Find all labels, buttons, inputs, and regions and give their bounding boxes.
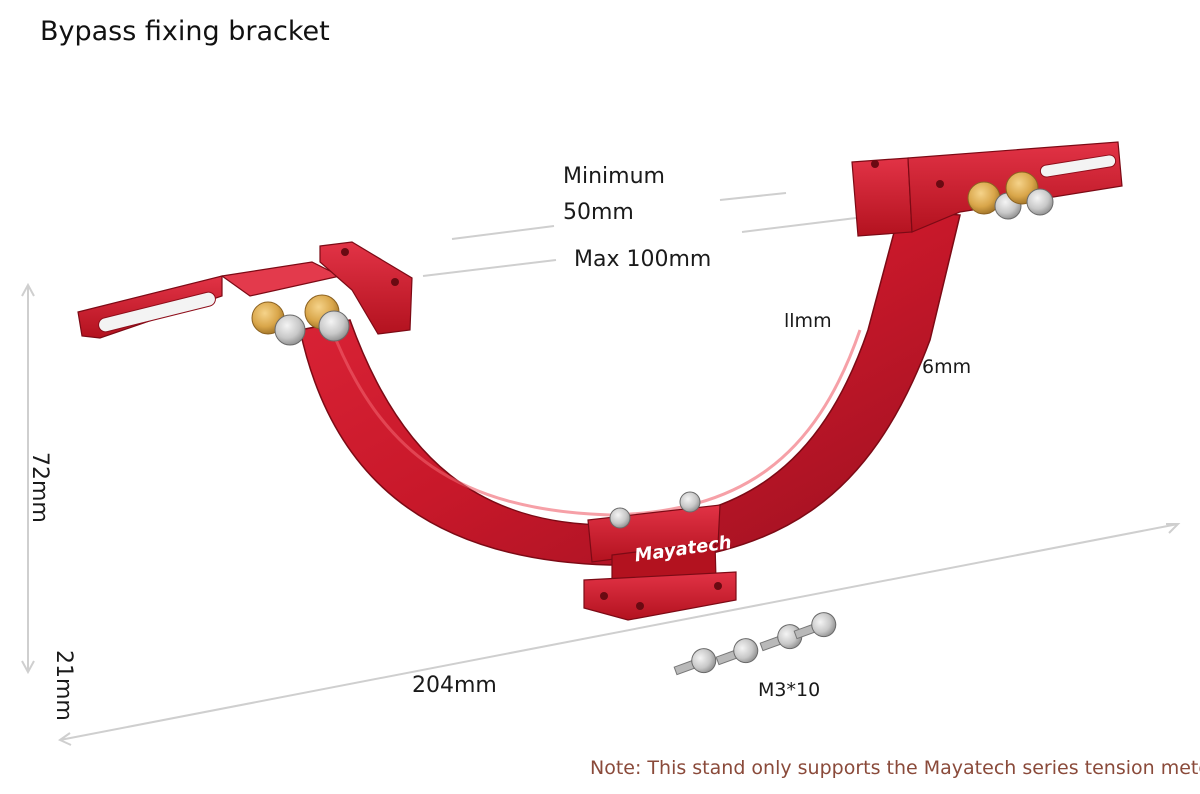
note-text: Note: This stand only supports the Mayat… bbox=[590, 757, 1200, 779]
arm-thickness-label: 6mm bbox=[922, 356, 972, 378]
dimension-lines bbox=[21, 192, 1181, 746]
height-lower-label: 21mm bbox=[51, 650, 76, 721]
maximum-label: Max 100mm bbox=[574, 247, 712, 272]
length-label: 204mm bbox=[412, 673, 497, 698]
minimum-value: 50mm bbox=[563, 200, 634, 225]
screws-m3 bbox=[673, 612, 837, 676]
page-title: Bypass fixing bracket bbox=[40, 16, 330, 47]
arm-width-label: llmm bbox=[784, 310, 832, 332]
right-clamp bbox=[851, 141, 1123, 237]
minimum-label: Minimum bbox=[563, 164, 665, 189]
center-base bbox=[583, 491, 737, 621]
height-upper-label: 72mm bbox=[27, 452, 52, 523]
left-clamp bbox=[77, 241, 413, 346]
screws-label: M3*10 bbox=[758, 679, 821, 701]
bracket-arc bbox=[299, 209, 961, 566]
